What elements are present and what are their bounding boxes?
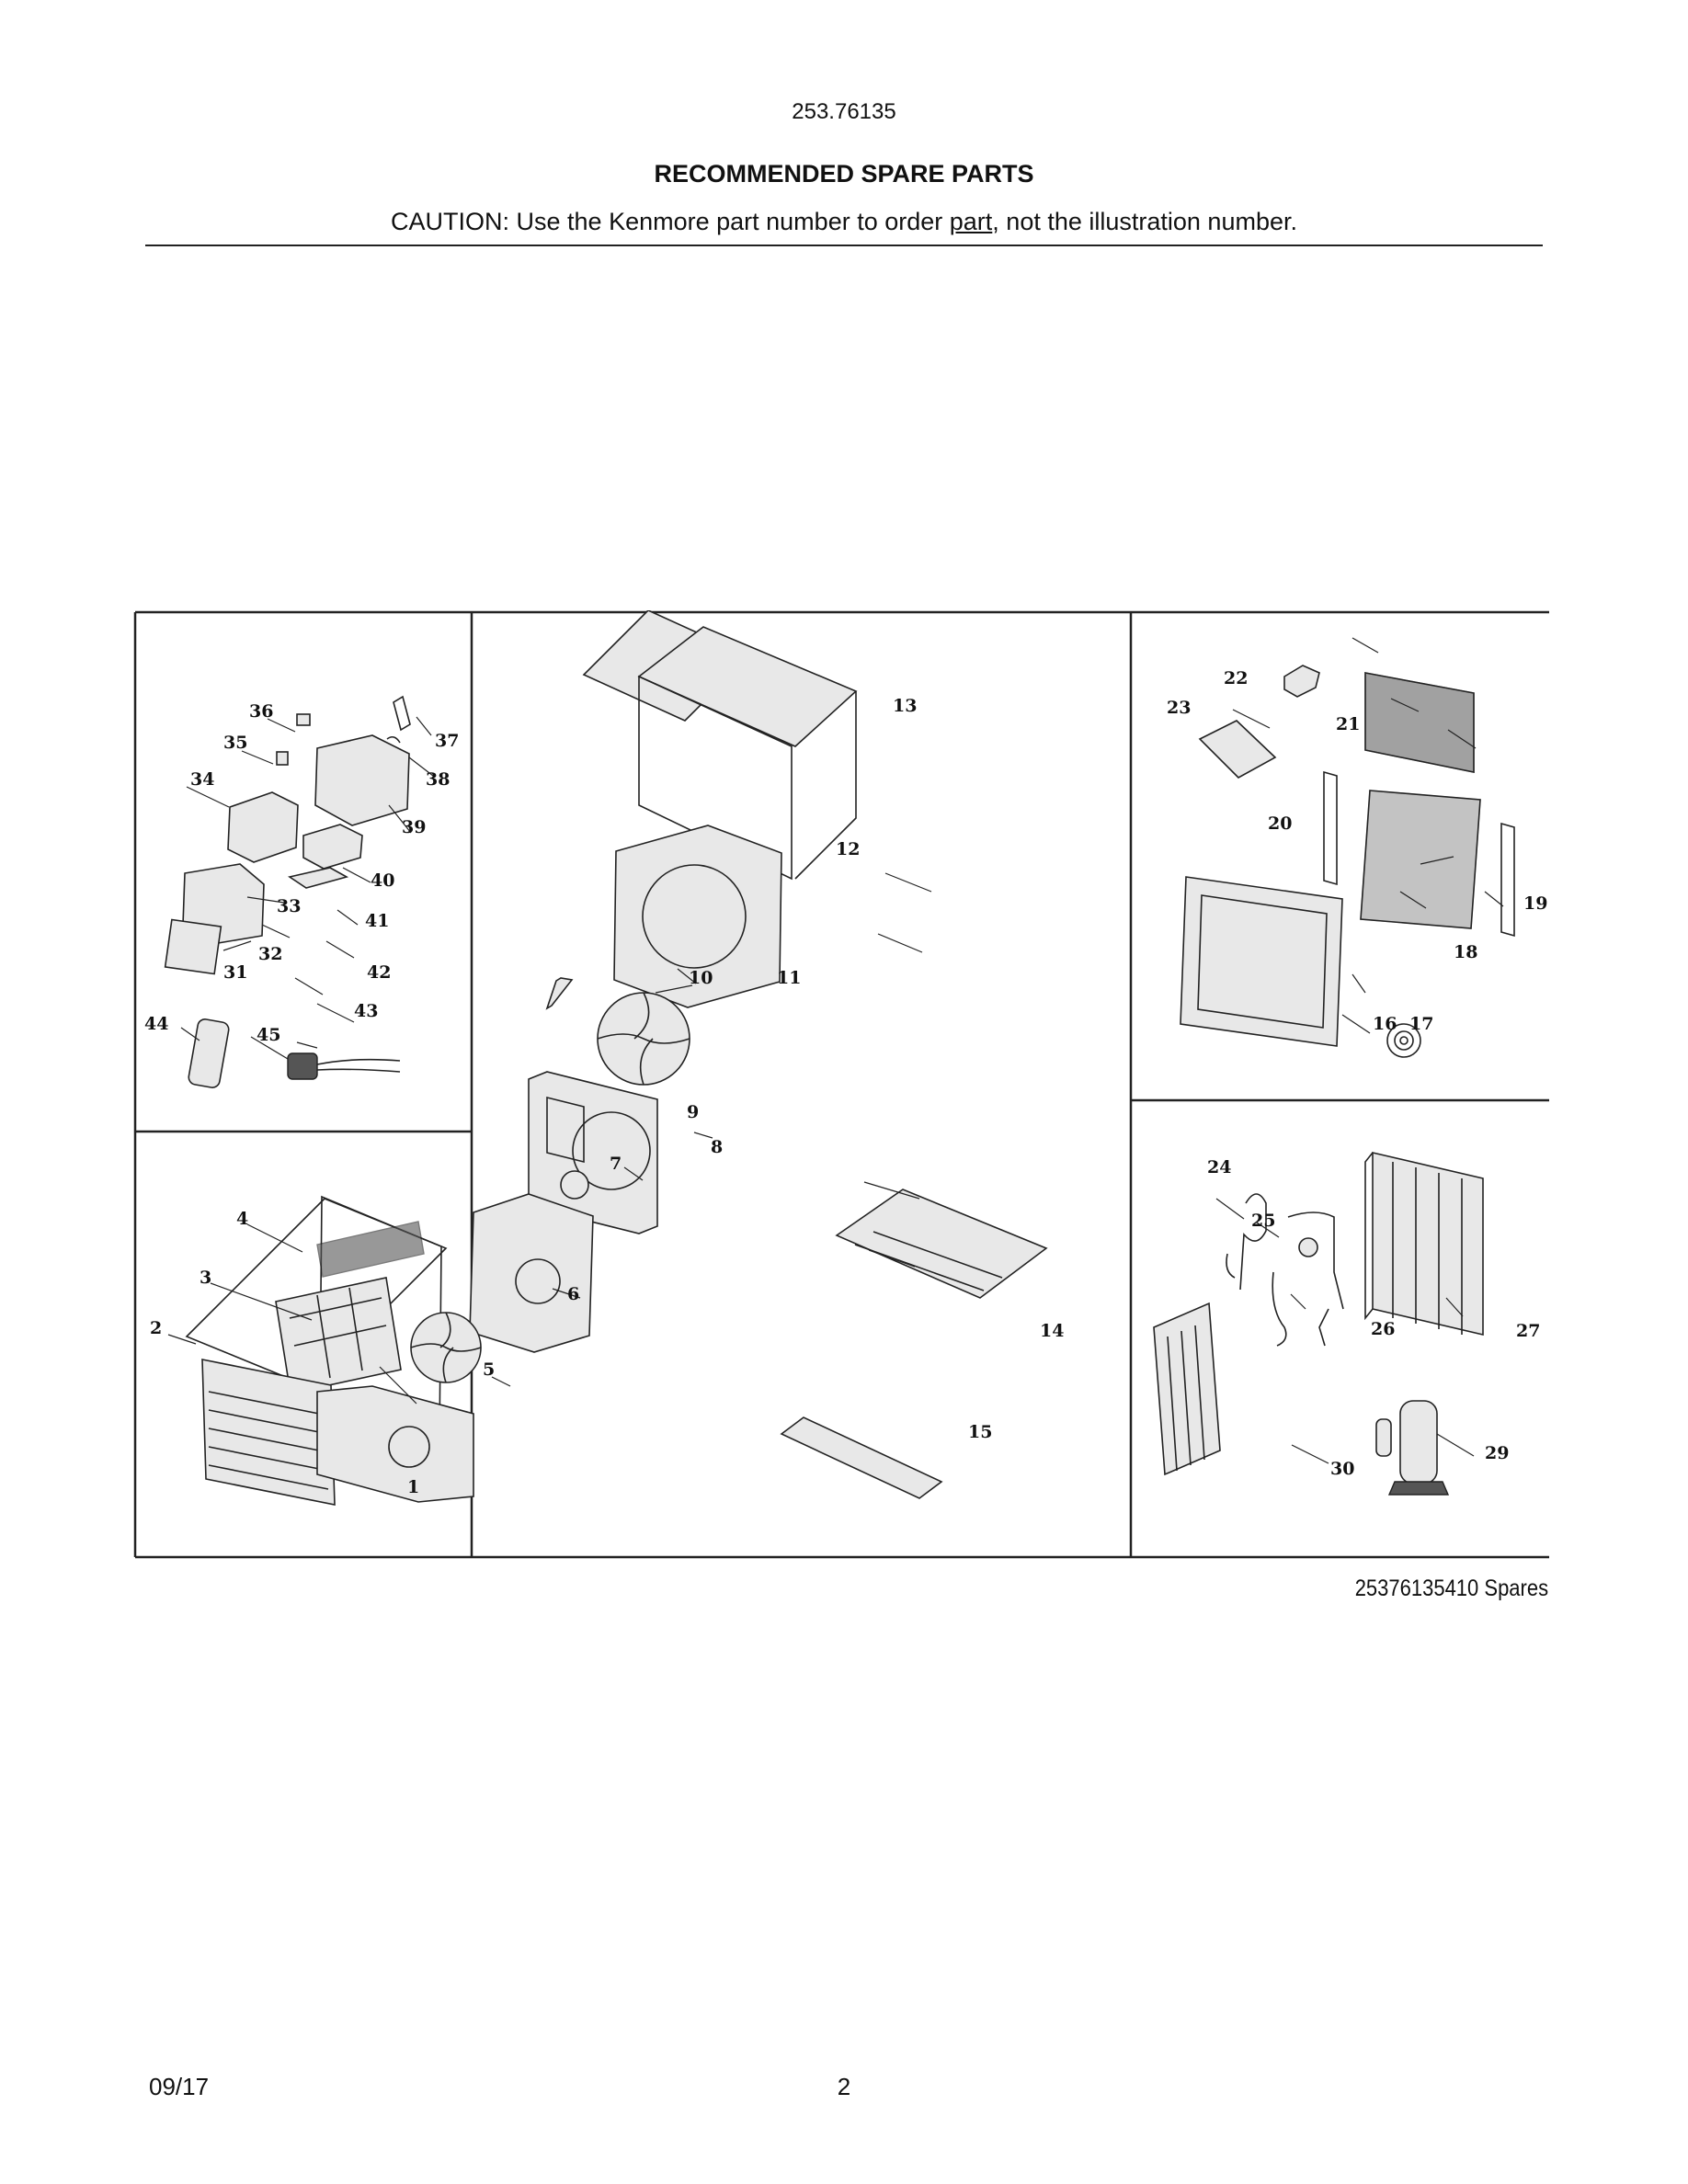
callout-5: 5: [483, 1359, 495, 1380]
callout-31: 31: [223, 962, 247, 983]
cabinet-blower-panel: [316, 610, 1048, 1503]
refrigeration-panel: [1153, 1151, 1484, 1496]
callout-25: 25: [1251, 1211, 1275, 1231]
model-number: 253.76135: [792, 99, 896, 124]
controls-panel: [164, 695, 411, 1088]
callout-44: 44: [144, 1014, 168, 1034]
callout-7: 7: [610, 1154, 622, 1174]
callout-18: 18: [1454, 942, 1477, 962]
caution-text-underlined: part: [949, 208, 993, 235]
callout-40: 40: [371, 870, 394, 891]
callout-9: 9: [687, 1102, 699, 1122]
callout-1: 1: [407, 1477, 419, 1497]
callout-42: 42: [367, 962, 391, 983]
callout-17: 17: [1409, 1014, 1433, 1034]
filter-sleeve-panel: [1180, 665, 1515, 1058]
leader-lines: [167, 637, 1504, 1464]
exploded-parts-diagram: 1 2 3 4 5 6 7 8 9 10 11 12 13 14 15 16 1…: [133, 610, 1555, 1566]
callout-45: 45: [257, 1025, 280, 1045]
callout-12: 12: [836, 839, 860, 859]
callout-8: 8: [711, 1137, 723, 1157]
callout-23: 23: [1167, 698, 1191, 718]
callout-19: 19: [1523, 893, 1547, 914]
callout-4: 4: [236, 1209, 248, 1229]
callout-27: 27: [1516, 1321, 1540, 1341]
caution-text-start: CAUTION: Use the Kenmore part number to …: [391, 208, 950, 235]
diagram-code-label: 25376135410 Spares: [1354, 1575, 1548, 1601]
callout-14: 14: [1040, 1321, 1064, 1341]
callout-labels: 1 2 3 4 5 6 7 8 9 10 11 12 13 14 15 16 1…: [144, 668, 1547, 1497]
callout-21: 21: [1336, 714, 1360, 734]
page-heading: RECOMMENDED SPARE PARTS: [654, 160, 1034, 188]
callout-11: 11: [777, 968, 801, 988]
callout-26: 26: [1371, 1319, 1395, 1339]
callout-38: 38: [426, 769, 450, 790]
callout-24: 24: [1207, 1157, 1231, 1177]
callout-36: 36: [249, 701, 273, 722]
callout-32: 32: [258, 944, 282, 964]
front-grille-panel: [185, 1195, 448, 1506]
callout-37: 37: [435, 731, 459, 751]
callout-34: 34: [190, 769, 214, 790]
callout-39: 39: [402, 817, 426, 837]
callout-22: 22: [1224, 668, 1248, 688]
diagram-frame: [133, 610, 1549, 1559]
callout-20: 20: [1268, 813, 1292, 834]
callout-15: 15: [968, 1422, 992, 1442]
callout-13: 13: [893, 696, 917, 716]
callout-33: 33: [277, 896, 301, 916]
page-number: 2: [837, 2073, 851, 2100]
callout-29: 29: [1485, 1443, 1509, 1463]
callout-10: 10: [689, 968, 713, 988]
callout-2: 2: [150, 1318, 162, 1338]
callout-41: 41: [365, 911, 389, 931]
callout-16: 16: [1373, 1014, 1397, 1034]
caution-note: CAUTION: Use the Kenmore part number to …: [0, 208, 1688, 236]
callout-43: 43: [354, 1001, 378, 1021]
callout-35: 35: [223, 733, 247, 753]
footer-date: 09/17: [149, 2073, 210, 2100]
header-rule: [145, 245, 1543, 246]
callout-6: 6: [567, 1284, 579, 1304]
callout-3: 3: [200, 1268, 211, 1288]
caution-text-end: , not the illustration number.: [992, 208, 1297, 235]
callout-30: 30: [1330, 1459, 1354, 1479]
